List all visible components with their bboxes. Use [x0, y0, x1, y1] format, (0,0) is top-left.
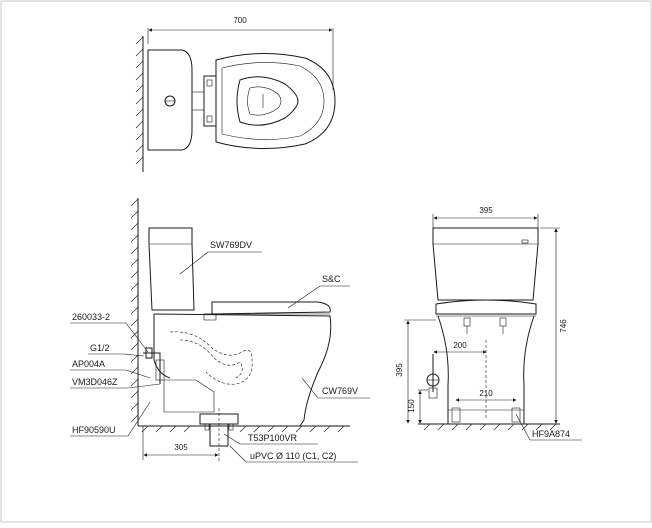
- front-view: 395 746 395 150: [395, 206, 582, 441]
- label-t53p100vr: T53P100VR: [248, 433, 298, 443]
- label-g1-2: G1/2: [90, 343, 110, 353]
- top-view: 700: [135, 16, 336, 172]
- inlet-height-dim: 395: [395, 363, 404, 377]
- label-hf9a874: HF9A874: [532, 429, 570, 439]
- side-view: 305 SW769DV S&C CW769V 260033-2 G1/2 AP0…: [70, 198, 370, 463]
- bolt-height-dim: 150: [407, 399, 416, 413]
- label-vm3d046z: VM3D046Z: [72, 377, 118, 387]
- bolt-spacing-dim: 210: [479, 389, 493, 398]
- inlet-offset-dim: 200: [453, 341, 467, 350]
- top-width-dim: 700: [233, 16, 247, 25]
- rough-in-dim: 305: [174, 443, 188, 452]
- front-height-dim: 746: [559, 319, 568, 333]
- label-s-and-c: S&C: [322, 274, 341, 284]
- label-260033-2: 260033-2: [72, 312, 110, 322]
- label-upvc: uPVC Ø 110 (C1, C2): [250, 451, 336, 461]
- label-sw769dv: SW769DV: [210, 240, 252, 250]
- label-cw769v: CW769V: [322, 386, 358, 396]
- front-width-dim: 395: [479, 206, 493, 215]
- label-ap004a: AP004A: [72, 359, 105, 369]
- label-hf90590u: HF90590U: [72, 425, 116, 435]
